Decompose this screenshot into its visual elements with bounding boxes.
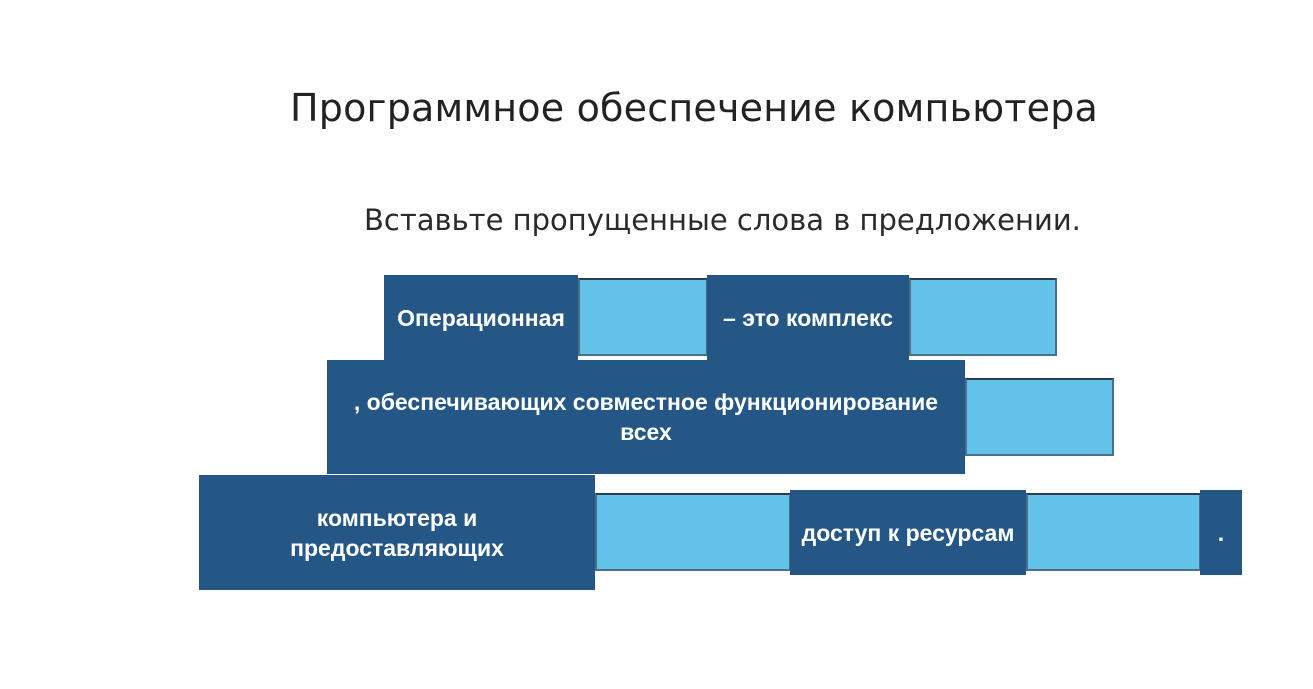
blank-slot-2[interactable] <box>909 278 1057 356</box>
blank-slot-5[interactable] <box>1026 493 1201 571</box>
sentence-fragment-1: Операционная <box>384 275 578 360</box>
blank-slot-1[interactable] <box>578 278 708 356</box>
blank-slot-4[interactable] <box>595 493 791 571</box>
blank-slot-3[interactable] <box>965 378 1114 456</box>
sentence-fragment-5: доступ к ресурсам <box>790 490 1026 575</box>
page-title: Программное обеспечение компьютера <box>290 86 1099 130</box>
sentence-fragment-3: , обеспечивающих совместное функциониров… <box>327 360 965 474</box>
sentence-fragment-4: компьютера и предоставляющих <box>199 475 595 590</box>
instruction-text: Вставьте пропущенные слова в предложении… <box>364 203 1081 237</box>
sentence-fragment-2: – это комплекс <box>707 275 909 360</box>
sentence-fragment-6: . <box>1200 490 1242 575</box>
